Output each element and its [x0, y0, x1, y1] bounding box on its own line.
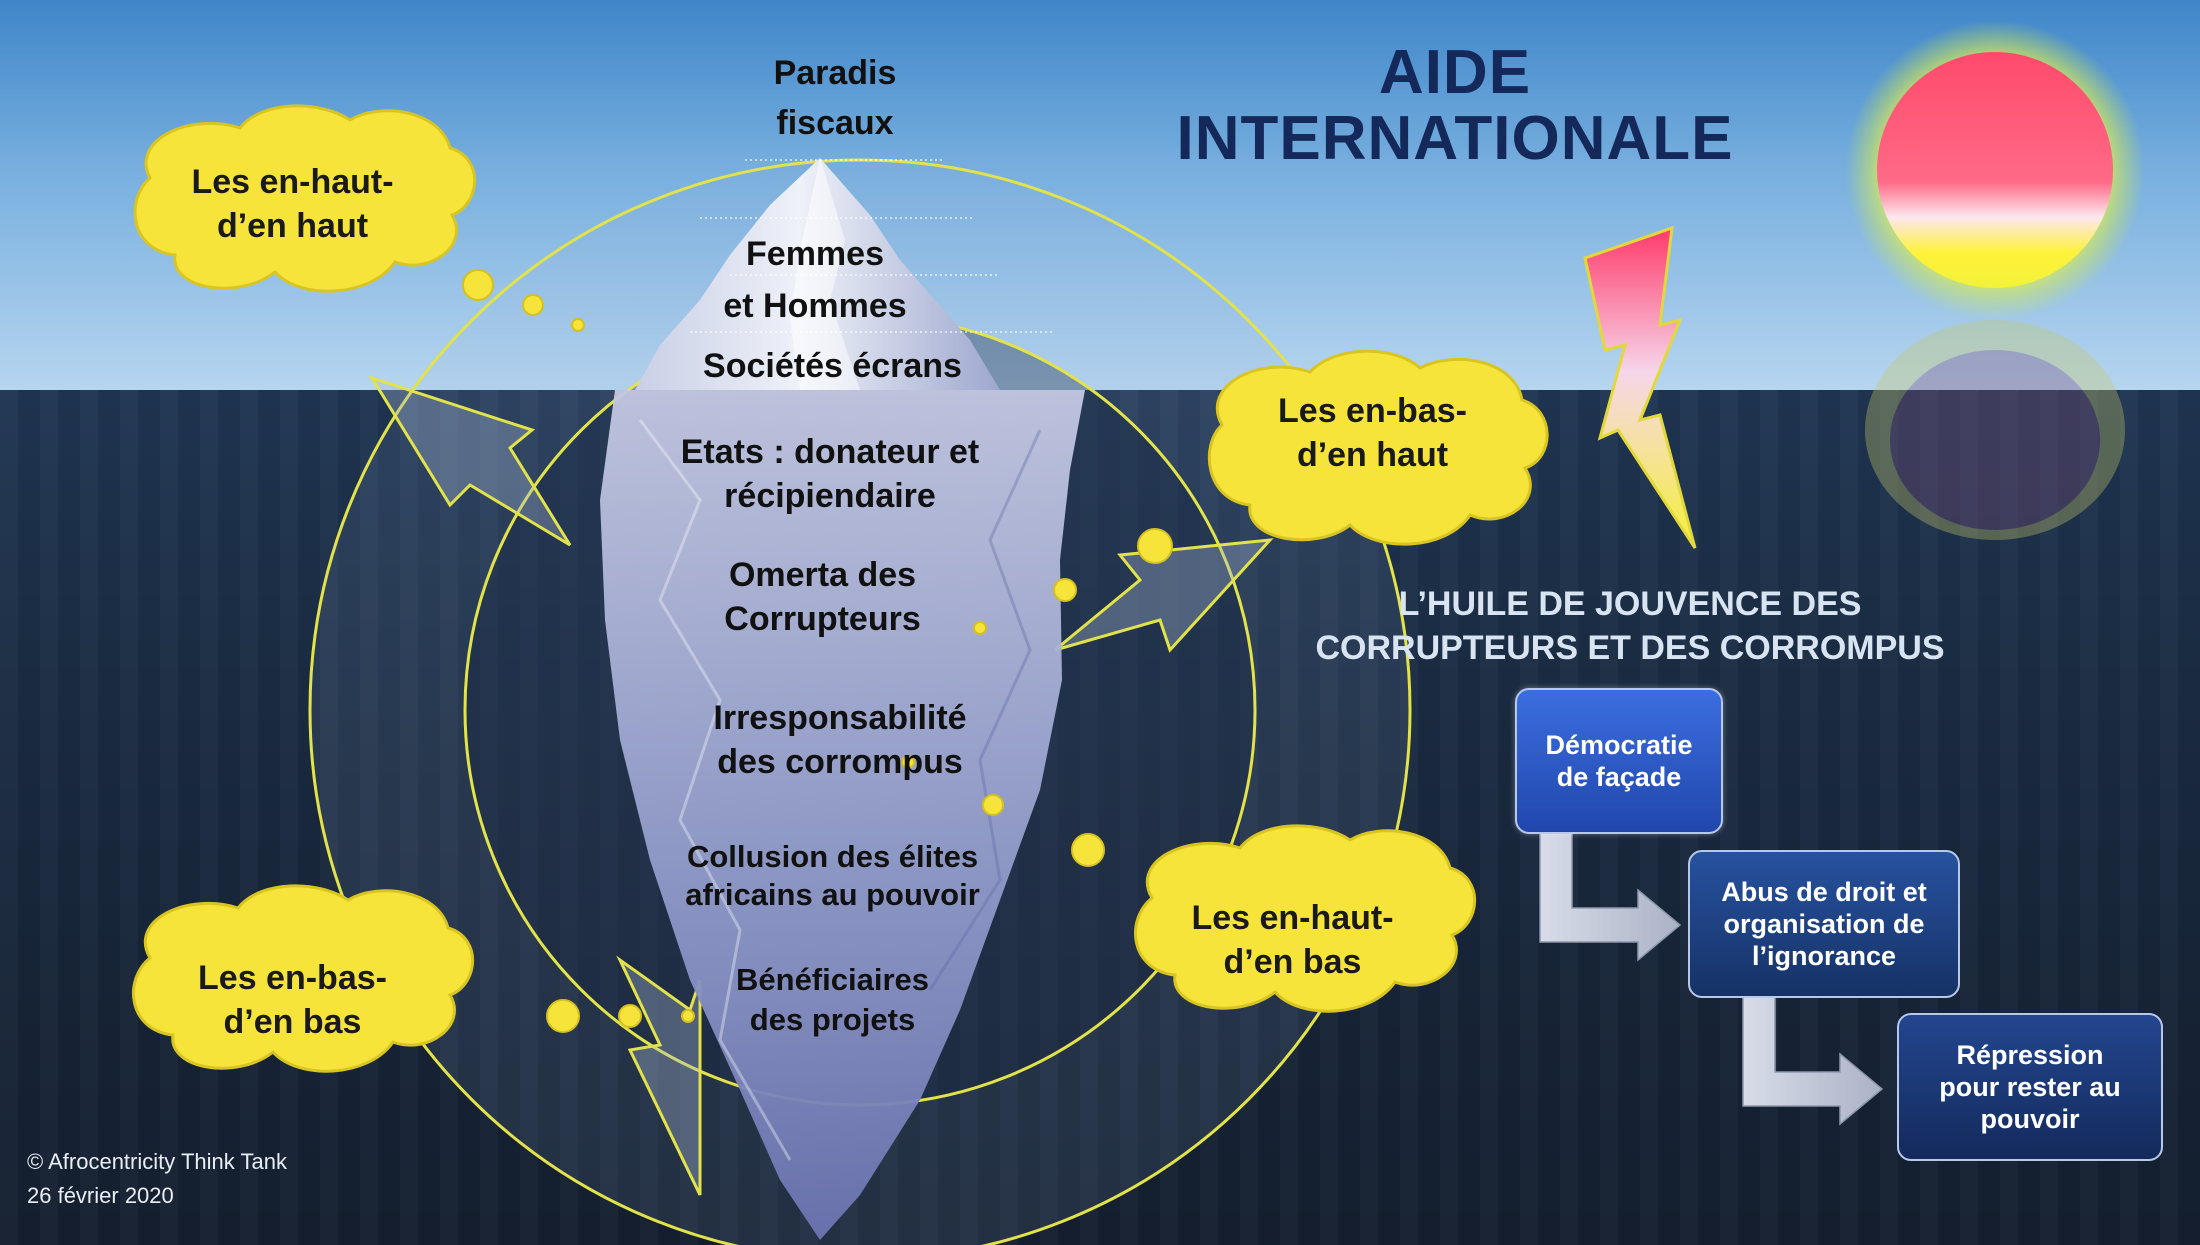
process-1-line1: Abus de droit et: [1721, 877, 1927, 907]
layer-6-line2: des projets: [749, 1002, 916, 1037]
iceberg-guide-lines: [690, 159, 1055, 333]
layer-3-line1: Omerta des: [728, 556, 917, 594]
iceberg-layer-beneficiaries: Bénéficiaires des projets: [680, 960, 985, 1040]
cloud-shapes: [131, 104, 1549, 1073]
process-box-abus: Abus de droit et organisation de l’ignor…: [1688, 850, 1960, 998]
cloud-2-line2: d’en bas: [1223, 943, 1362, 981]
date-text: 26 février 2020: [27, 1183, 174, 1208]
page-title: AIDE INTERNATIONALE: [1080, 40, 1830, 172]
subtitle-line1: L’HUILE DE JOUVENCE DES: [1398, 585, 1862, 623]
iceberg-layer-women-men: Femmes et Hommes: [640, 228, 990, 332]
cloud-3-line2: d’en bas: [223, 1003, 362, 1041]
page-title-line2: INTERNATIONALE: [1176, 104, 1734, 173]
layer-0-line2: et Hommes: [723, 287, 907, 325]
layer-4-line2: des corrompus: [717, 743, 963, 781]
iceberg-layer-irresponsibility: Irresponsabilité des corrompus: [655, 696, 1025, 784]
cloud-en-bas-en-bas: Les en-bas- d’en bas: [150, 956, 435, 1044]
sun-reflection: [1865, 320, 2125, 540]
cycle-arrowheads: [368, 375, 1274, 1196]
layer-6-line1: Bénéficiaires: [736, 962, 929, 997]
process-2-line1: Répression: [1956, 1040, 2104, 1070]
process-connectors: [1539, 831, 1884, 1126]
cloud-en-bas-en-haut: Les en-bas- d’en haut: [1230, 389, 1515, 477]
layer-3-line2: Corrupteurs: [724, 600, 921, 638]
cloud-en-haut-en-haut: Les en-haut- d’en haut: [150, 160, 435, 248]
layer-2-line2: récipiendaire: [724, 477, 936, 515]
cloud-1-line2: d’en haut: [1296, 436, 1449, 474]
cloud-1-line1: Les en-bas-: [1278, 392, 1467, 430]
footer: © Afrocentricity Think Tank 26 février 2…: [27, 1145, 287, 1213]
cloud-en-haut-en-bas: Les en-haut- d’en bas: [1150, 896, 1435, 984]
iceberg-layer-states: Etats : donateur et récipiendaire: [640, 430, 1020, 518]
thought-dots: [462, 269, 1173, 1033]
process-box-democratie: Démocratie de façade: [1515, 688, 1723, 834]
layer-5-line1: Collusion des élites: [686, 839, 979, 874]
process-2-line2: pour rester au: [1939, 1072, 2121, 1102]
process-1-line3: l’ignorance: [1751, 941, 1896, 971]
cloud-0-line2: d’en haut: [216, 207, 369, 245]
layer-5-line2: africains au pouvoir: [685, 877, 980, 912]
iceberg-layer-omerta: Omerta des Corrupteurs: [640, 553, 1005, 641]
subtitle: L’HUILE DE JOUVENCE DES CORRUPTEURS ET D…: [1255, 582, 2005, 670]
iceberg-top-label: Paradis fiscaux: [685, 48, 985, 148]
cloud-2-line1: Les en-haut-: [1191, 899, 1394, 937]
iceberg-top-label-line2: fiscaux: [776, 104, 894, 142]
iceberg-top-label-line1: Paradis: [773, 54, 897, 92]
layer-0-line1: Femmes: [746, 235, 884, 273]
layer-2-line1: Etats : donateur et: [680, 433, 980, 471]
iceberg-layer-shell-companies: Sociétés écrans: [640, 344, 1025, 388]
cloud-3-line1: Les en-bas-: [198, 959, 387, 997]
layer-4-line1: Irresponsabilité: [713, 699, 967, 737]
page-title-line1: AIDE: [1378, 38, 1532, 107]
process-0-line1: Démocratie: [1545, 730, 1693, 760]
cloud-0-line1: Les en-haut-: [191, 163, 394, 201]
sun: [1845, 20, 2145, 320]
lightning-bolt-icon: [1583, 225, 1697, 549]
process-box-repression: Répression pour rester au pouvoir: [1897, 1013, 2163, 1161]
process-0-line2: de façade: [1556, 762, 1682, 792]
iceberg-layer-collusion: Collusion des élites africains au pouvoi…: [665, 838, 1000, 914]
subtitle-line2: CORRUPTEURS ET DES CORROMPUS: [1315, 629, 1945, 667]
copyright-text: © Afrocentricity Think Tank: [27, 1149, 287, 1174]
process-1-line2: organisation de: [1723, 909, 1925, 939]
process-2-line3: pouvoir: [1980, 1104, 2080, 1134]
layer-1-line1: Sociétés écrans: [703, 347, 962, 385]
